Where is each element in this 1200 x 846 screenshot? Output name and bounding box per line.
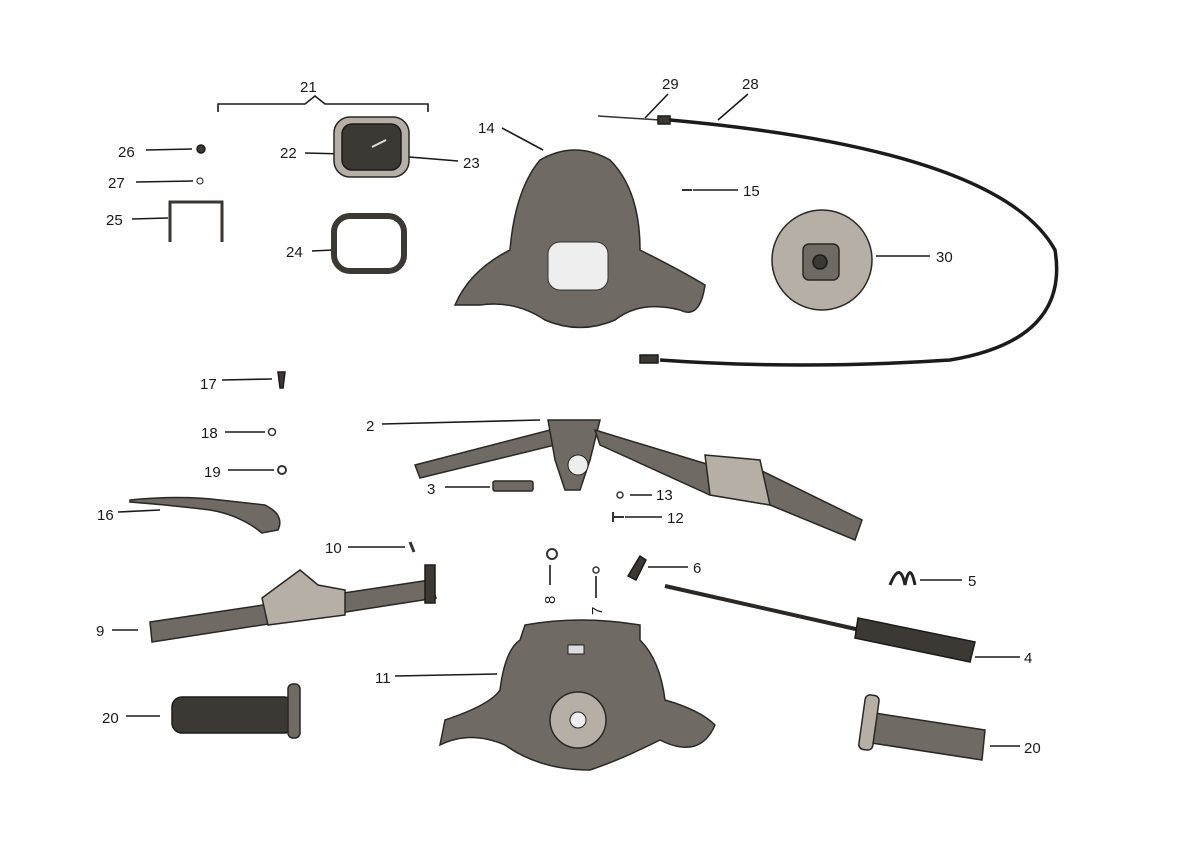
part-10-pin xyxy=(408,541,416,553)
part-17-screw xyxy=(277,371,286,389)
part-11-headset-bottom xyxy=(438,619,716,771)
callout-22: 22 xyxy=(280,145,297,162)
callout-10: 10 xyxy=(325,540,342,557)
part-30-switch xyxy=(771,209,873,311)
part-18-washer xyxy=(267,427,277,437)
part-24-gasket xyxy=(331,213,407,274)
leader-lines xyxy=(112,93,1020,747)
part-12-screw xyxy=(612,512,624,522)
part-20-left-grip xyxy=(171,683,301,739)
part-9-throttle-tube xyxy=(149,564,437,643)
callout-18: 18 xyxy=(201,425,218,442)
callout-14: 14 xyxy=(478,120,495,137)
callout-5: 5 xyxy=(968,573,976,590)
callout-3: 3 xyxy=(427,481,435,498)
part-14-window xyxy=(547,241,609,291)
callout-23: 23 xyxy=(463,155,480,172)
part-13-washer xyxy=(616,491,624,499)
callout-labels: 21 26 27 25 22 23 24 14 15 29 28 30 17 1… xyxy=(96,76,1041,757)
part-3-bolt xyxy=(492,480,534,492)
part-2-handlebar xyxy=(413,419,863,541)
part-26-knob xyxy=(196,144,206,154)
part-8-nut xyxy=(546,548,558,560)
callout-25: 25 xyxy=(106,212,123,229)
part-19-nut xyxy=(277,465,287,475)
callout-30: 30 xyxy=(936,249,953,266)
callout-26: 26 xyxy=(118,144,135,161)
part-6-clip xyxy=(626,554,647,582)
callout-28: 28 xyxy=(742,76,759,93)
callout-2: 2 xyxy=(366,418,374,435)
part-22-speedometer xyxy=(333,116,410,178)
callout-7: 7 xyxy=(589,607,606,615)
callout-17: 17 xyxy=(200,376,217,393)
part-14-headset-top xyxy=(453,149,706,329)
part-28-29-cable xyxy=(597,115,1059,367)
callout-27: 27 xyxy=(108,175,125,192)
callout-8: 8 xyxy=(542,596,559,604)
callout-6: 6 xyxy=(693,560,701,577)
callout-16: 16 xyxy=(97,507,114,524)
callout-20-left: 20 xyxy=(102,710,119,727)
part-16-lever xyxy=(129,496,281,534)
callout-9: 9 xyxy=(96,623,104,640)
callout-4: 4 xyxy=(1024,650,1032,667)
callout-13: 13 xyxy=(656,487,673,504)
callout-12: 12 xyxy=(667,510,684,527)
part-4-throttle-rod xyxy=(664,584,976,663)
part-7-washer xyxy=(592,566,600,574)
part-25-bracket xyxy=(168,200,224,242)
callout-11: 11 xyxy=(375,670,391,687)
callout-21: 21 xyxy=(300,79,317,96)
parts xyxy=(129,115,1059,771)
part-5-spring xyxy=(888,571,917,586)
callout-19: 19 xyxy=(204,464,221,481)
callout-15: 15 xyxy=(743,183,760,200)
part-27-ring xyxy=(196,177,204,185)
part-20-right-grip xyxy=(858,694,986,761)
callout-29: 29 xyxy=(662,76,679,93)
callout-24: 24 xyxy=(286,244,303,261)
callout-20-right: 20 xyxy=(1024,740,1041,757)
